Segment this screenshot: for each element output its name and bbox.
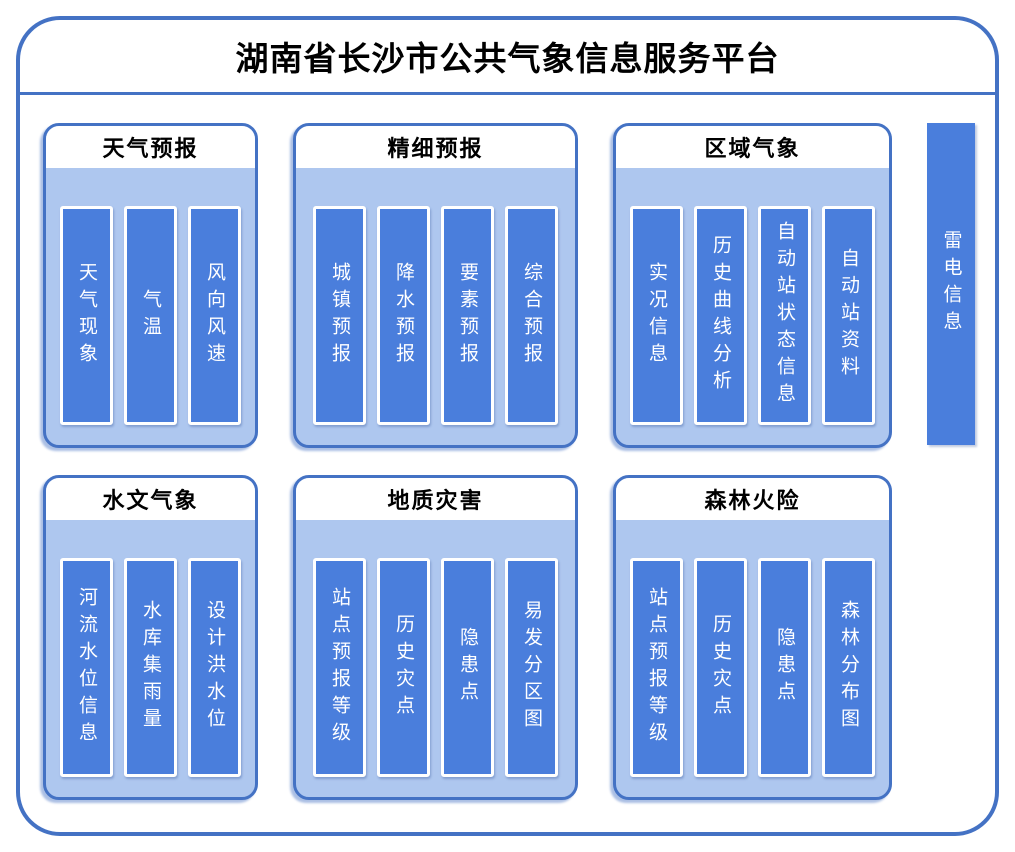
page-title: 湖南省长沙市公共气象信息服务平台 (235, 40, 780, 77)
panel-title: 精细预报 (387, 136, 484, 161)
lightning-info-label: 雷电信息 (940, 230, 962, 338)
bar-design-flood-level: 设计洪水位 (188, 558, 241, 777)
panel-forest-fire-risk-header: 森林火险 (616, 478, 889, 520)
platform-diagram-frame: 湖南省长沙市公共气象信息服务平台 天气预报 天气现象 气温 风向风速 精细预报 … (16, 16, 999, 836)
bar-label: 隐患点 (457, 627, 478, 708)
panel-fine-forecast-header: 精细预报 (296, 126, 575, 168)
bar-weather-phenomena: 天气现象 (60, 206, 113, 425)
bar-label: 河流水位信息 (76, 586, 97, 749)
bar-label: 站点预报等级 (329, 586, 350, 749)
panel-regional-meteorology-header: 区域气象 (616, 126, 889, 168)
bar-autostation-status-info: 自动站状态信息 (758, 206, 811, 425)
panel-regional-meteorology: 区域气象 实况信息 历史曲线分析 自动站状态信息 自动站资料 (613, 123, 892, 448)
bar-label: 实况信息 (646, 261, 667, 370)
bar-hidden-danger-points: 隐患点 (441, 558, 494, 777)
bar-wind-direction-speed: 风向风速 (188, 206, 241, 425)
panel-hydrological-meteorology: 水文气象 河流水位信息 水库集雨量 设计洪水位 (43, 475, 258, 800)
panel-geological-disaster-body: 站点预报等级 历史灾点 隐患点 易发分区图 (296, 520, 575, 797)
bar-label: 隐患点 (774, 627, 795, 708)
panel-weather-forecast-header: 天气预报 (46, 126, 255, 168)
bar-town-forecast: 城镇预报 (313, 206, 366, 425)
panel-weather-forecast-body: 天气现象 气温 风向风速 (46, 168, 255, 445)
bar-label: 森林分布图 (838, 600, 859, 735)
bar-label: 设计洪水位 (204, 600, 225, 735)
bar-label: 易发分区图 (521, 600, 542, 735)
lightning-info-bar: 雷电信息 (927, 123, 975, 445)
panel-fine-forecast-body: 城镇预报 降水预报 要素预报 综合预报 (296, 168, 575, 445)
title-band: 湖南省长沙市公共气象信息服务平台 (20, 20, 995, 95)
bar-precipitation-forecast: 降水预报 (377, 206, 430, 425)
bar-hidden-danger-points: 隐患点 (758, 558, 811, 777)
panel-forest-fire-risk-body: 站点预报等级 历史灾点 隐患点 森林分布图 (616, 520, 889, 797)
bar-live-info: 实况信息 (630, 206, 683, 425)
bar-forest-distribution-map: 森林分布图 (822, 558, 875, 777)
bar-label: 降水预报 (393, 261, 414, 370)
bar-autostation-data: 自动站资料 (822, 206, 875, 425)
bar-label: 历史灾点 (393, 613, 414, 722)
panel-geological-disaster-header: 地质灾害 (296, 478, 575, 520)
bar-station-forecast-level: 站点预报等级 (630, 558, 683, 777)
bar-station-forecast-level: 站点预报等级 (313, 558, 366, 777)
panel-hydrological-meteorology-header: 水文气象 (46, 478, 255, 520)
bar-label: 历史灾点 (710, 613, 731, 722)
bar-label: 风向风速 (204, 261, 225, 370)
bar-label: 站点预报等级 (646, 586, 667, 749)
panel-fine-forecast: 精细预报 城镇预报 降水预报 要素预报 综合预报 (293, 123, 578, 448)
bar-temperature: 气温 (124, 206, 177, 425)
panel-title: 区域气象 (704, 136, 801, 161)
bar-label: 历史曲线分析 (710, 234, 731, 397)
panel-forest-fire-risk: 森林火险 站点预报等级 历史灾点 隐患点 森林分布图 (613, 475, 892, 800)
panel-weather-forecast: 天气预报 天气现象 气温 风向风速 (43, 123, 258, 448)
bar-label: 水库集雨量 (140, 600, 161, 735)
bar-reservoir-rainfall: 水库集雨量 (124, 558, 177, 777)
bar-label: 综合预报 (521, 261, 542, 370)
bar-label: 自动站状态信息 (774, 221, 795, 410)
bar-comprehensive-forecast: 综合预报 (505, 206, 558, 425)
diagram-content: 天气预报 天气现象 气温 风向风速 精细预报 城镇预报 降水预报 要素预报 综合… (20, 95, 995, 832)
bar-label: 天气现象 (76, 261, 97, 370)
panel-hydrological-meteorology-body: 河流水位信息 水库集雨量 设计洪水位 (46, 520, 255, 797)
bar-river-water-level-info: 河流水位信息 (60, 558, 113, 777)
bar-historical-disaster-points: 历史灾点 (377, 558, 430, 777)
panel-title: 森林火险 (704, 488, 801, 513)
panel-regional-meteorology-body: 实况信息 历史曲线分析 自动站状态信息 自动站资料 (616, 168, 889, 445)
bar-label: 自动站资料 (838, 248, 859, 383)
panel-geological-disaster: 地质灾害 站点预报等级 历史灾点 隐患点 易发分区图 (293, 475, 578, 800)
bar-label: 气温 (140, 288, 161, 343)
panel-title: 地质灾害 (387, 488, 484, 513)
bar-susceptibility-zoning-map: 易发分区图 (505, 558, 558, 777)
bar-history-curve-analysis: 历史曲线分析 (694, 206, 747, 425)
bar-label: 要素预报 (457, 261, 478, 370)
panel-title: 天气预报 (102, 136, 199, 161)
bar-label: 城镇预报 (329, 261, 350, 370)
bar-element-forecast: 要素预报 (441, 206, 494, 425)
bar-historical-disaster-points: 历史灾点 (694, 558, 747, 777)
panel-title: 水文气象 (102, 488, 199, 513)
